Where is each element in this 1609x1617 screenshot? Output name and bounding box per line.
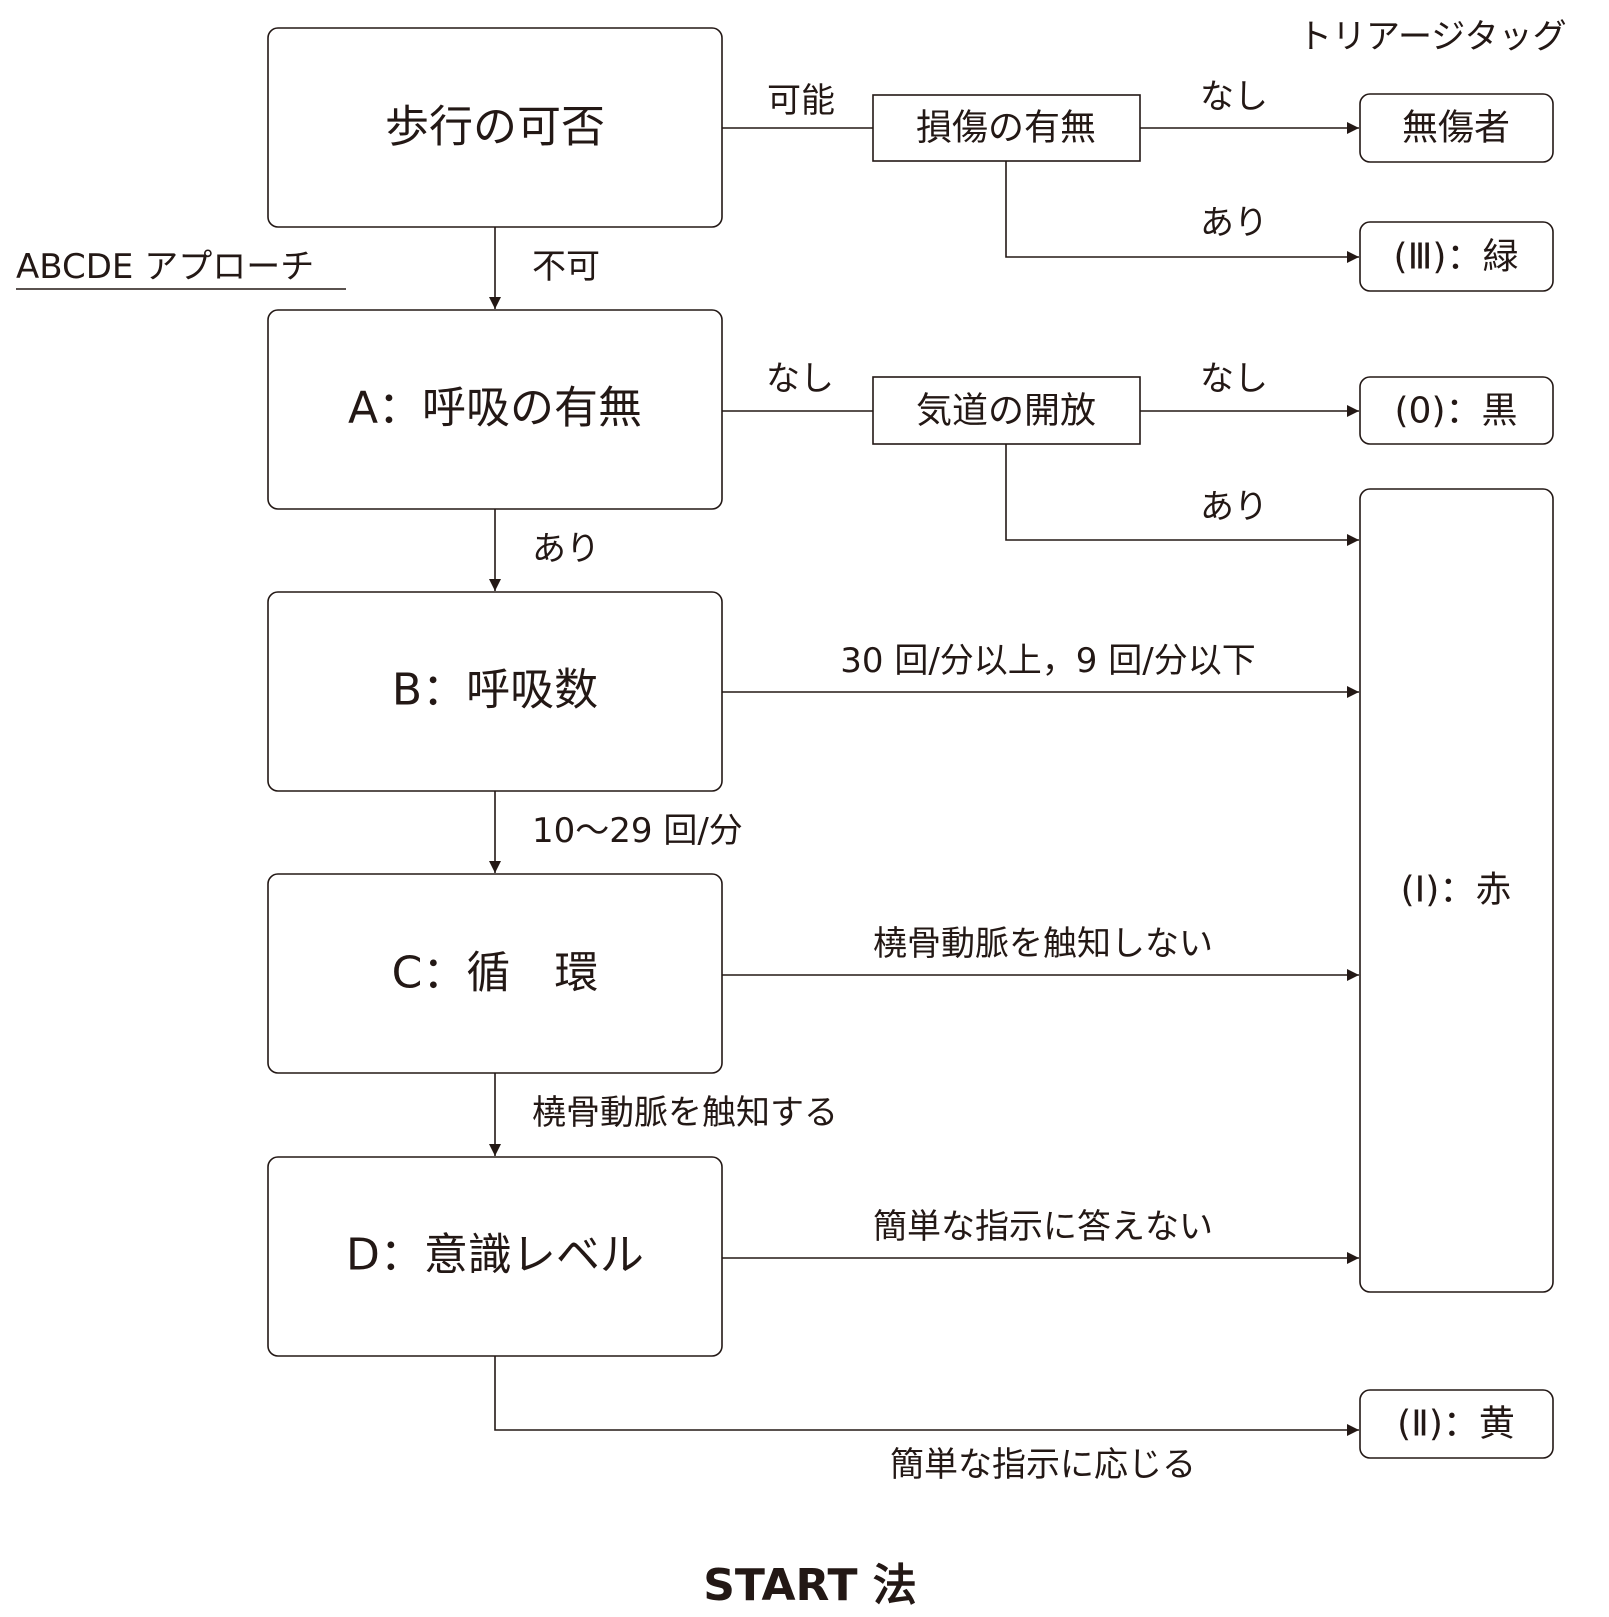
walk-step-label: 歩行の可否 — [385, 102, 605, 153]
injury-none-label: なし — [1200, 77, 1268, 117]
red-tag — [1359, 488, 1554, 1293]
pulse-present-label: 橈骨動脈を触知する — [532, 1093, 838, 1133]
breathing-step-label: A：呼吸の有無 — [348, 383, 642, 434]
pulse-absent-label: 橈骨動脈を触知しない — [873, 924, 1213, 964]
airway-none-label: なし — [1200, 359, 1268, 399]
consciousness-step-label: D：意識レベル — [346, 1230, 644, 1281]
injury-present-label: あり — [1200, 203, 1268, 243]
uninjured-tag — [1359, 93, 1554, 163]
uninjured-tag-label: 無傷者 — [1402, 108, 1510, 149]
black-tag-label: (0)：黒 — [1395, 391, 1518, 432]
breath-none-label: なし — [766, 359, 834, 399]
black-tag — [1359, 376, 1554, 445]
airway-check-label: 気道の開放 — [916, 391, 1096, 432]
green-tag — [1359, 221, 1554, 292]
yellow-tag-label: (Ⅱ)：黄 — [1397, 1404, 1515, 1445]
rate-normal-label: 10～29 回/分 — [532, 811, 743, 851]
yellow-tag — [1359, 1389, 1554, 1459]
rate-abnormal-label: 30 回/分以上，9 回/分以下 — [840, 641, 1255, 681]
red-tag-label: (Ⅰ)：赤 — [1401, 870, 1512, 911]
breath-present-label: あり — [532, 529, 600, 569]
walk-impossible-label: 不可 — [532, 247, 600, 287]
abcde-approach-label: ABCDE アプローチ — [16, 247, 314, 287]
airway-present-label: あり — [1200, 487, 1268, 527]
circulation-step-label: C：循 環 — [392, 948, 599, 999]
walk-possible-label: 可能 — [767, 81, 835, 121]
respiratory-rate-step-label: B：呼吸数 — [392, 665, 598, 716]
triage-tag-heading: トリアージタッグ — [1298, 17, 1567, 57]
green-tag-label: (Ⅲ)：緑 — [1394, 237, 1519, 278]
airway-present-arrow — [1005, 444, 1359, 546]
diagram-caption: START 法 — [703, 1560, 917, 1611]
obey-no-label: 簡単な指示に答えない — [873, 1207, 1213, 1247]
obey-yes-label: 簡単な指示に応じる — [890, 1445, 1196, 1485]
injury-present-arrow — [1005, 161, 1359, 263]
obey-yes-arrow — [494, 1356, 1359, 1436]
injury-check-label: 損傷の有無 — [916, 108, 1096, 149]
